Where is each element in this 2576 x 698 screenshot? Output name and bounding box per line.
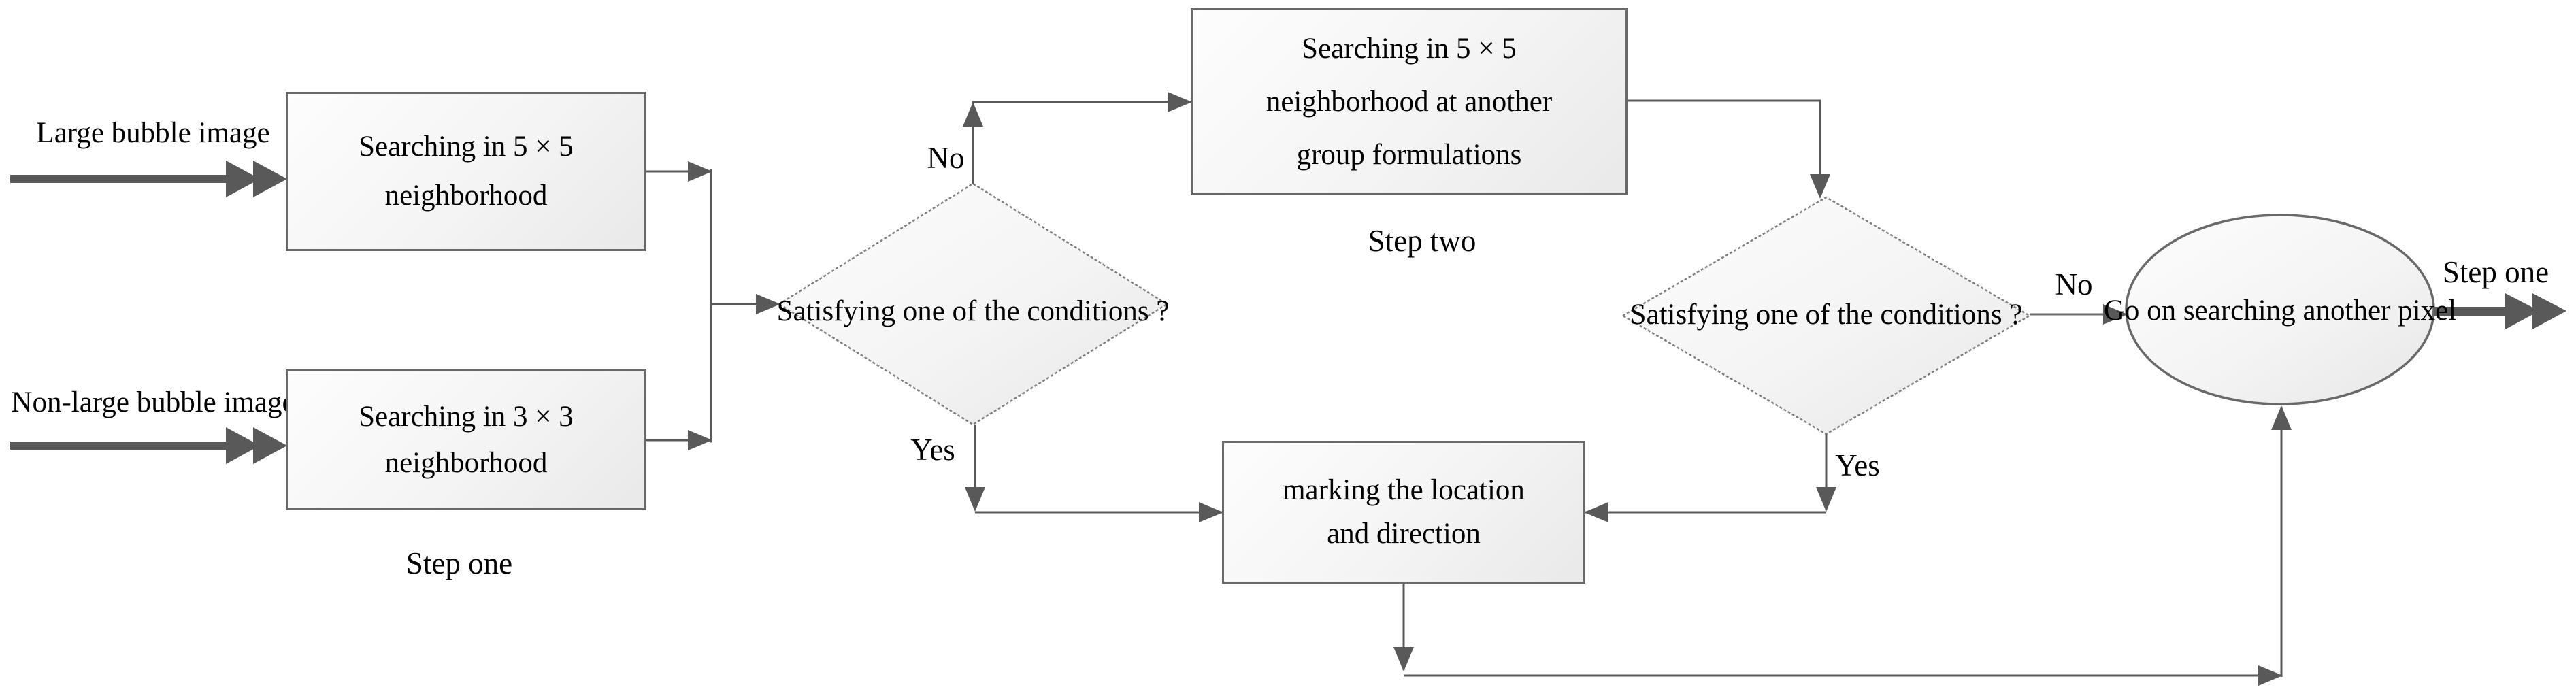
decision2-text: Satisfying one of the conditions ?	[1630, 292, 2023, 338]
stage-label-step-one-left: Step one	[406, 546, 513, 580]
input-label-non-large-bubble-line1: Non-large bubble	[11, 386, 216, 418]
decision1-diamond	[777, 182, 1169, 426]
process-box-marking: marking the location and direction	[1222, 441, 1585, 584]
go-on-searching-text-line2: another pixel	[2302, 295, 2457, 327]
input-label-non-large-bubble: Non-large bubble image	[11, 381, 295, 425]
process-box-marking-line2: and direction	[1327, 518, 1481, 550]
process-box-marking-line1: marking the location	[1283, 474, 1525, 506]
decision1-text-line1: Satisfying one of the	[776, 295, 1020, 327]
thick-input-arrow-large	[10, 161, 287, 197]
edge-label-yes-1: Yes	[910, 433, 955, 467]
process-box-search-3x3-line1: Searching in 3 × 3	[359, 400, 574, 433]
stage-label-step-one-right: Step one	[2442, 255, 2549, 289]
input-label-large-bubble-line1: Large bubble	[36, 117, 191, 149]
process-box-search-5x5-group: Searching in 5 × 5 neighborhood at anoth…	[1191, 8, 1628, 195]
process-box-search-5x5-group-line3: group formulations	[1296, 138, 1522, 171]
input-label-large-bubble: Large bubble image	[36, 113, 269, 154]
stage-label-step-two: Step two	[1368, 224, 1476, 258]
input-label-non-large-bubble-line2: image	[223, 386, 295, 418]
decision1-text: Satisfying one of the conditions ?	[777, 288, 1170, 335]
process-box-search-5x5-group-line2: neighborhood at another	[1266, 85, 1553, 118]
decision2-text-line1: Satisfying one of the	[1630, 299, 1873, 331]
edge-label-yes-2: Yes	[1835, 448, 1880, 482]
thick-input-arrow-non-large	[10, 427, 287, 464]
go-on-searching-text: Go on searching another pixel	[2104, 289, 2456, 333]
process-box-search-5x5-line2: neighborhood	[384, 180, 548, 212]
thick-output-arrow-step-one	[2434, 293, 2566, 329]
go-on-searching-ellipse	[2125, 214, 2435, 405]
input-label-large-bubble-line2: image	[198, 117, 270, 149]
process-box-search-3x3-line2: neighborhood	[384, 446, 548, 479]
decision2-text-line2: conditions ?	[1880, 299, 2023, 331]
decision2-diamond	[1621, 196, 2032, 435]
edge-label-no-2: No	[2055, 267, 2093, 301]
edge-label-no-1: No	[927, 141, 965, 175]
process-box-search-5x5-line1: Searching in 5 × 5	[359, 131, 574, 163]
process-box-search-5x5: Searching in 5 × 5 neighborhood	[286, 92, 646, 251]
go-on-searching-text-line1: Go on searching	[2103, 295, 2296, 327]
decision1-text-line2: conditions ?	[1027, 295, 1170, 327]
process-box-search-3x3: Searching in 3 × 3 neighborhood	[286, 369, 646, 510]
process-box-search-5x5-group-line1: Searching in 5 × 5	[1302, 32, 1517, 65]
